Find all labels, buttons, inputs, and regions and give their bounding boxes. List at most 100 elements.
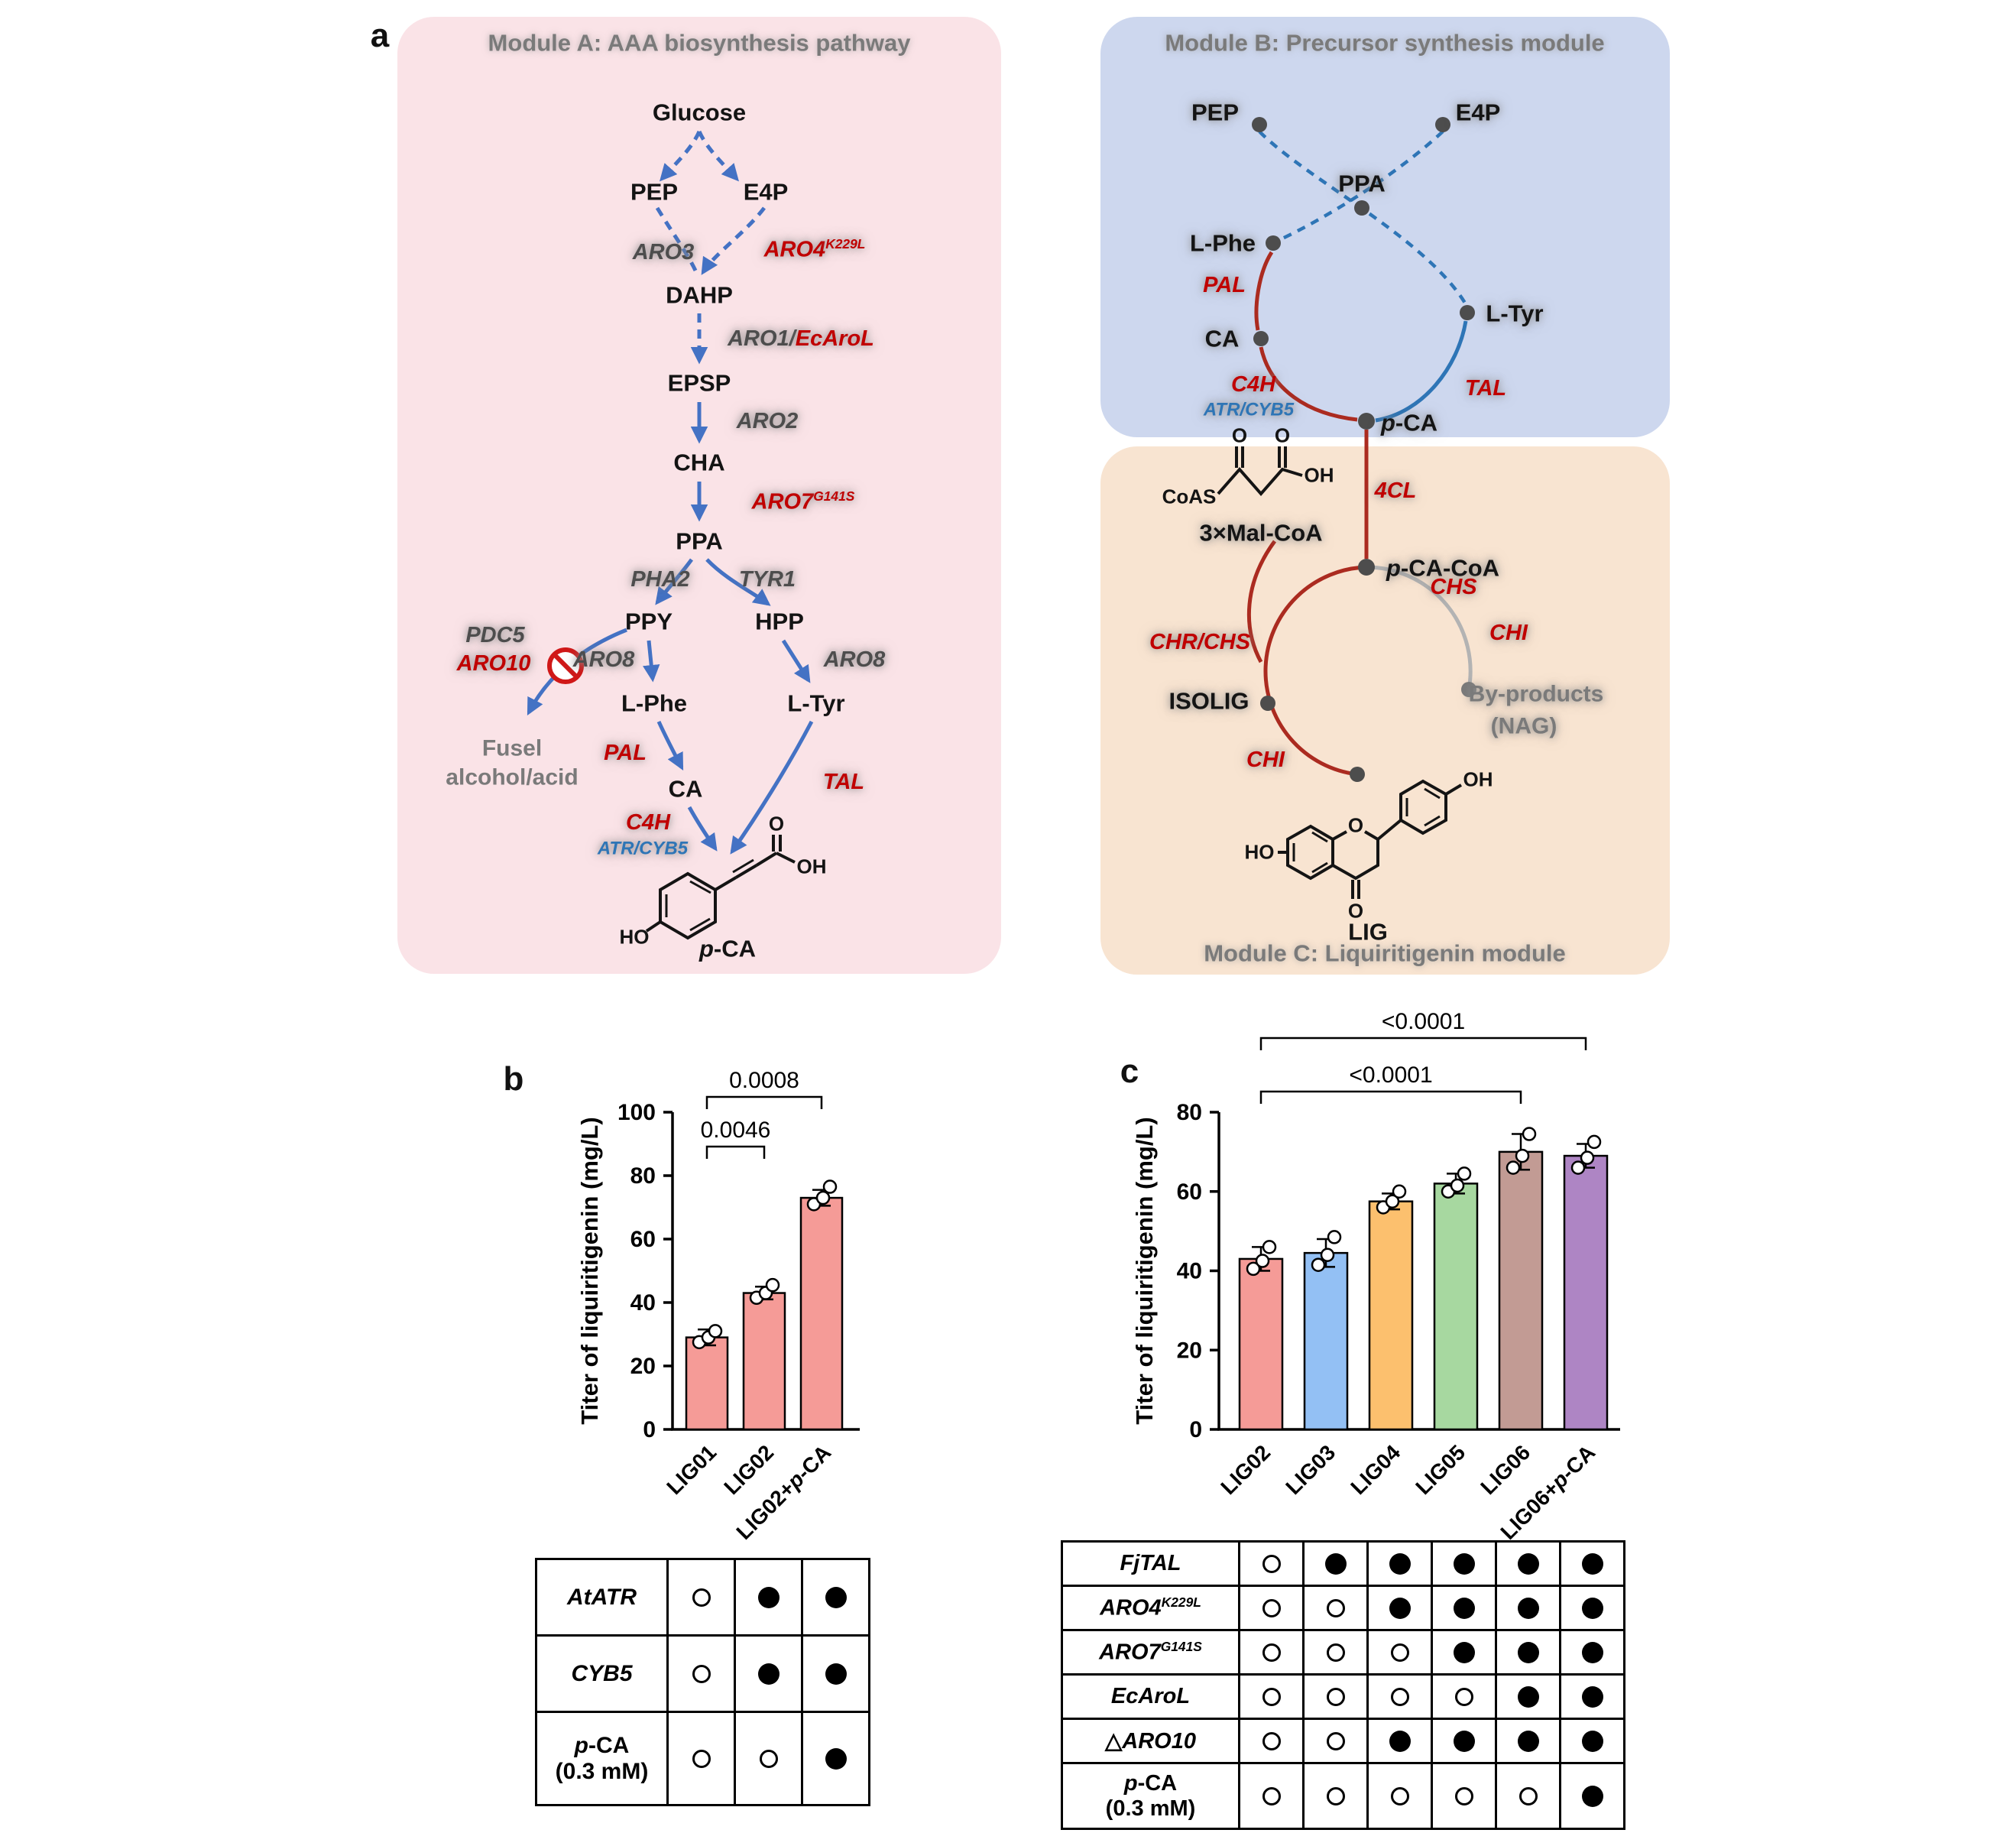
- liquiritigenin-structure: [1278, 779, 1463, 899]
- enzyme-aro2: ARO2: [736, 408, 799, 433]
- data-point: [1327, 1230, 1342, 1244]
- node-l-tyr-b: L-Tyr: [1486, 300, 1544, 327]
- data-point: [708, 1324, 723, 1338]
- enzyme-atr-cyb5-a: ATR/CYB5: [597, 838, 689, 859]
- genotype-cell-present: [1431, 1585, 1497, 1631]
- enzyme-tal-b: TAL: [1464, 375, 1507, 401]
- filled-circle: [1517, 1641, 1539, 1663]
- filled-circle: [1389, 1597, 1411, 1619]
- module-c-box: [1100, 446, 1670, 975]
- significance-bracket: [705, 1145, 766, 1159]
- open-circle: [1262, 1731, 1281, 1750]
- genotype-cell-absent: [1238, 1585, 1305, 1631]
- open-circle: [1454, 1687, 1473, 1706]
- panel-b-label: b: [503, 1059, 524, 1098]
- node-ca-a: CA: [668, 775, 703, 803]
- node-byproducts-line2: (NAG): [1490, 713, 1557, 739]
- enzyme-atr-cyb5-b: ATR/CYB5: [1203, 399, 1295, 420]
- enzyme-aro8-right: ARO8: [823, 647, 886, 672]
- genotype-row-label: p-CA(0.3 mM): [1061, 1762, 1240, 1830]
- genotype-row: CYB5: [535, 1634, 870, 1713]
- genotype-cell-present: [1559, 1585, 1625, 1631]
- node-cha: CHA: [673, 449, 725, 476]
- genotype-cell-absent: [1302, 1585, 1369, 1631]
- enzyme-aro1-ecarol: ARO1/EcAroL: [728, 326, 874, 351]
- genotype-cell-present: [1495, 1540, 1561, 1587]
- bar: [1238, 1257, 1284, 1431]
- significance-bracket: [1259, 1037, 1587, 1050]
- y-tick-label: 0: [1189, 1417, 1202, 1442]
- enzyme-c4h-a: C4H: [625, 809, 671, 835]
- open-circle: [1262, 1687, 1281, 1706]
- open-circle: [1262, 1598, 1281, 1617]
- chem-oh-a: OH: [796, 855, 827, 878]
- panel-a-label: a: [370, 16, 390, 54]
- node-fusel-line2: alcohol/acid: [446, 764, 579, 790]
- y-tick-label: 60: [1177, 1179, 1202, 1205]
- bar: [685, 1336, 729, 1431]
- open-circle: [1518, 1786, 1538, 1805]
- genotype-row: p-CA(0.3 mM): [1061, 1762, 1625, 1830]
- genotype-cell-present: [1366, 1585, 1433, 1631]
- genotype-row: AtATR: [535, 1558, 870, 1637]
- x-category-label: LIG02: [1216, 1440, 1275, 1499]
- y-tick-label: 60: [630, 1227, 656, 1252]
- x-category-label: LIG01: [662, 1440, 721, 1499]
- genotype-row-label: FjTAL: [1061, 1540, 1240, 1587]
- filled-circle: [1453, 1597, 1475, 1619]
- filled-circle: [825, 1663, 847, 1685]
- genotype-cell-absent: [1366, 1762, 1433, 1830]
- significance-value: <0.0001: [1382, 1009, 1465, 1034]
- filled-circle: [1517, 1597, 1539, 1619]
- node-pep-a: PEP: [630, 178, 679, 206]
- significance-value: 0.0046: [701, 1118, 771, 1143]
- node-hpp: HPP: [755, 608, 804, 635]
- genotype-cell-absent: [1495, 1762, 1561, 1830]
- genotype-cell-present: [1366, 1718, 1433, 1764]
- genotype-cell-present: [734, 1558, 803, 1637]
- node-epsp: EPSP: [667, 369, 731, 397]
- open-circle: [692, 1588, 711, 1607]
- data-point: [1450, 1178, 1465, 1193]
- malonyl-coa-structure: [1217, 446, 1303, 497]
- open-circle: [1326, 1786, 1345, 1805]
- genotype-row-label: AtATR: [535, 1558, 669, 1637]
- node-l-phe-b: L-Phe: [1189, 229, 1256, 257]
- chem-lig-ho: HO: [1244, 840, 1275, 864]
- prohibition-icon: [547, 647, 584, 684]
- genotype-cell-present: [1559, 1718, 1625, 1764]
- genotype-cell-absent: [1431, 1673, 1497, 1720]
- bar: [1368, 1200, 1414, 1431]
- data-point: [765, 1277, 780, 1293]
- significance-value: 0.0008: [729, 1068, 799, 1093]
- genotype-cell-absent: [1431, 1762, 1497, 1830]
- chem-lig-keto-o: O: [1347, 899, 1364, 923]
- enzyme-pha2: PHA2: [630, 566, 690, 592]
- genotype-cell-absent: [1238, 1762, 1305, 1830]
- genotype-row: ARO7G141S: [1061, 1629, 1625, 1676]
- genotype-cell-present: [1559, 1540, 1625, 1587]
- filled-circle: [1389, 1552, 1411, 1575]
- enzyme-pdc5: PDC5: [465, 622, 525, 647]
- genotype-cell-absent: [1302, 1718, 1369, 1764]
- genotype-cell-absent: [1366, 1673, 1433, 1720]
- node-ppa-b: PPA: [1338, 170, 1386, 197]
- filled-circle: [1581, 1730, 1603, 1752]
- y-axis-title: Titer of liquiritigenin (mg/L): [576, 1117, 603, 1424]
- genotype-cell-absent: [1238, 1673, 1305, 1720]
- genotype-cell-absent: [1238, 1540, 1305, 1587]
- filled-circle: [757, 1586, 779, 1608]
- data-point: [1506, 1160, 1521, 1175]
- node-p-ca-a: p-CA: [698, 935, 757, 962]
- enzyme-tal-a: TAL: [822, 769, 865, 794]
- genotype-cell-present: [1366, 1540, 1433, 1587]
- genotype-cell-present: [801, 1634, 870, 1713]
- genotype-cell-absent: [1302, 1629, 1369, 1676]
- chem-lig-oh: OH: [1463, 767, 1493, 791]
- module-c-pathway: [1246, 430, 1473, 777]
